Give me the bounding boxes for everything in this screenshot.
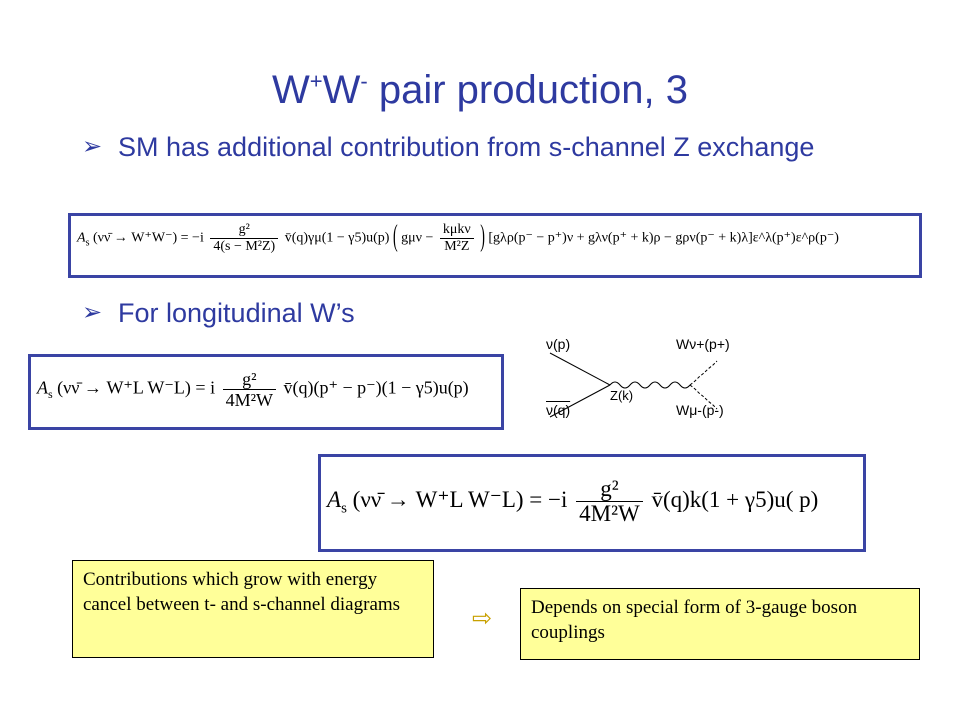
title-part: W bbox=[322, 68, 361, 112]
eq2-rest: v̄(q)(p⁺ − p⁻)(1 − γ5)u(p) bbox=[283, 377, 469, 398]
eq3-frac-den: 4M²W bbox=[579, 501, 640, 526]
eq3-lhs: A bbox=[327, 486, 342, 512]
eq1-paren-close: ) bbox=[480, 220, 485, 254]
w-plus-line bbox=[689, 360, 718, 386]
note-right: Depends on special form of 3-gauge boson… bbox=[520, 588, 920, 660]
title-part: W bbox=[272, 68, 310, 112]
eq2-process: (νν̄ → W⁺L W⁻L) = i bbox=[57, 377, 216, 398]
title-sup: - bbox=[360, 68, 368, 94]
eq2-frac-num: g² bbox=[222, 369, 276, 390]
eq1-mid: v̄(q)γμ(1 − γ5)u(p) bbox=[284, 230, 390, 246]
fermion-line-top bbox=[549, 352, 611, 386]
slide-title: W+W- pair production, 3 bbox=[0, 68, 960, 113]
eq1-bracket: [gλρ(p⁻ − p⁺)ν + gλν(p⁺ + k)ρ − gρν(p⁻ +… bbox=[488, 230, 839, 246]
eq2-lhs: A bbox=[37, 377, 48, 398]
eq2-frac-den: 4M²W bbox=[225, 390, 273, 410]
implies-arrow-icon: ⇨ bbox=[472, 605, 493, 632]
title-part: pair production, 3 bbox=[367, 68, 688, 112]
bullet-2: ➢ For longitudinal W’s bbox=[82, 296, 518, 330]
label-z-k: Z(k) bbox=[610, 388, 634, 403]
label-w-plus: Wν+(p+) bbox=[676, 336, 730, 352]
label-w-minus: Wμ-(p-) bbox=[676, 402, 724, 418]
eq1-lhs: A bbox=[77, 230, 86, 246]
eq3-frac-num: g² bbox=[576, 477, 643, 502]
feynman-diagram bbox=[549, 352, 718, 418]
z-propagator bbox=[609, 381, 691, 389]
eq1-process: (νν̄ → W⁺W⁻) = −i bbox=[92, 230, 204, 246]
eq1-lhs-sub: s bbox=[85, 237, 90, 249]
eq2-lhs-sub: s bbox=[48, 387, 53, 402]
eq1-frac-num: g² bbox=[210, 222, 279, 239]
fermion-line-bottom bbox=[549, 384, 611, 418]
bullet-arrow-icon: ➢ bbox=[82, 133, 103, 160]
bullet-arrow-icon: ➢ bbox=[82, 299, 103, 326]
w-minus-line bbox=[689, 384, 718, 410]
note-left: Contributions which grow with energy can… bbox=[72, 560, 434, 658]
eq3-process: (νν̄ → W⁺L W⁻L) = −i bbox=[352, 486, 568, 512]
bullet-1-text: SM has additional contribution from s-ch… bbox=[118, 132, 815, 162]
bullet-1: ➢ SM has additional contribution from s-… bbox=[82, 130, 838, 164]
label-nu-p: ν(p) bbox=[546, 336, 571, 352]
eq3-lhs-sub: s bbox=[341, 500, 347, 517]
eq1-frac2-num: kμkν bbox=[439, 222, 474, 239]
eq1-g: gμν − bbox=[401, 230, 434, 246]
eq1-frac2-den: M²Z bbox=[444, 239, 470, 254]
bullet-2-text: For longitudinal W’s bbox=[118, 298, 355, 328]
title-sup: + bbox=[309, 68, 323, 94]
eq3-rest: v̄(q)k(1 + γ5)u( p) bbox=[651, 486, 819, 512]
label-nu-q: ν(q) bbox=[546, 402, 571, 418]
eq1-paren-open: ( bbox=[392, 220, 398, 254]
eq1-frac-den: 4(s − M²Z) bbox=[213, 239, 276, 254]
